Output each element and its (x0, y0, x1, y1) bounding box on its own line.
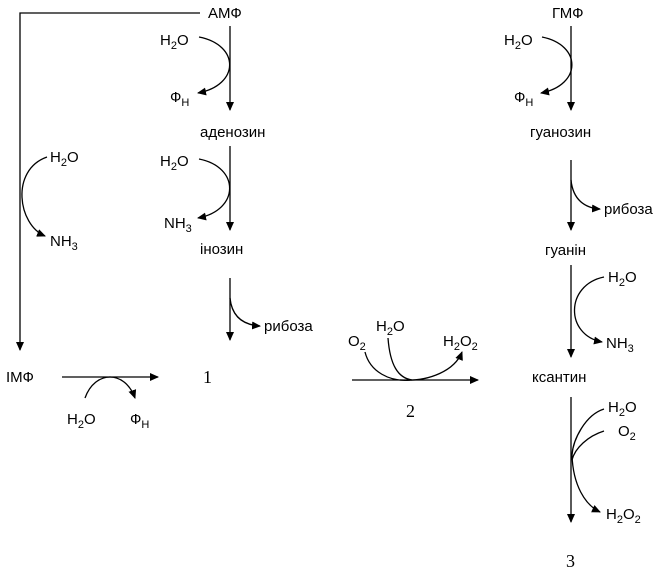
ribose-curve-2 (570, 179, 601, 213)
h2o-curve-7 (573, 276, 605, 345)
h2o-curve-6 (540, 36, 573, 96)
fn-label-1: ФН (170, 89, 189, 109)
h2o-label-3: H2O (50, 149, 79, 169)
nh3-label-1: NH3 (164, 215, 192, 235)
h2o-in-curve-8 (571, 408, 605, 456)
h2o-in-curve (387, 337, 413, 381)
number-3: 3 (566, 551, 575, 571)
ribose-label-1: рибоза (264, 318, 313, 335)
h2o-label-1: H2O (160, 32, 189, 52)
gmf-label: ГМФ (552, 5, 584, 22)
h2o2-label-1: H2O2 (443, 333, 478, 353)
h2o-curve-1 (197, 36, 231, 96)
h2o-curve-2 (197, 158, 231, 221)
ribose-label-2: рибоза (604, 201, 653, 218)
inosine-label: інозин (200, 241, 243, 258)
amf-label: АМФ (208, 5, 242, 22)
imf-label: ІМФ (6, 369, 34, 386)
imf-cofactor-curve (84, 376, 137, 399)
nh3-label-3: NH3 (606, 335, 634, 355)
o2-label-1: O2 (348, 333, 366, 353)
number-2: 2 (406, 401, 415, 421)
h2o-curve-3 (21, 156, 48, 237)
o2-label-2: O2 (618, 423, 636, 443)
h2o2-out-curve (399, 351, 463, 381)
h2o-label-5: H2O (376, 318, 405, 338)
nh3-label-2: NH3 (50, 233, 78, 253)
h2o-label-7: H2O (608, 269, 637, 289)
h2o2-out-curve-2 (571, 454, 601, 513)
fn-label-2: ФН (130, 411, 149, 431)
fn-label-3: ФН (514, 89, 533, 109)
h2o2-label-2: H2O2 (606, 506, 641, 526)
amf-to-imf-bracket (16, 12, 200, 351)
number-1: 1 (203, 367, 212, 387)
h2o-label-2: H2O (160, 153, 189, 173)
xanthine-label: ксантин (532, 369, 586, 386)
adenosine-label: аденозин (200, 124, 265, 141)
guanosine-label: гуанозин (530, 124, 591, 141)
h2o-label-4: H2O (67, 411, 96, 431)
h2o-label-8: H2O (608, 399, 637, 419)
guanine-label: гуанін (545, 242, 586, 259)
ribose-curve-1 (229, 297, 261, 330)
h2o-label-6: H2O (504, 32, 533, 52)
o2-in-curve-2 (571, 430, 605, 461)
